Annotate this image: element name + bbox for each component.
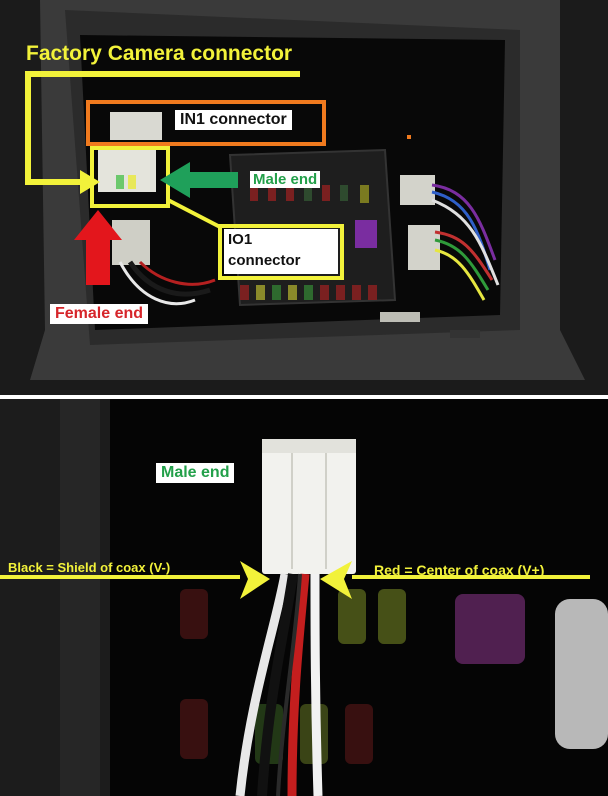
male-end-label-top: Male end [250, 171, 321, 188]
black-wire-arrowhead [240, 561, 270, 599]
io1-label-line1: IO1 [228, 231, 253, 248]
io1-label-line2: connector [228, 252, 301, 269]
connector-wires [235, 573, 323, 796]
black-wire-label: Black = Shield of coax (V-) [8, 560, 171, 575]
bottom-clip-right [450, 330, 480, 338]
male-end-arrow [160, 162, 238, 198]
male-connector-closeup-photo [0, 399, 608, 796]
top-photo-panel: Factory Camera connector IN1 connector M… [0, 0, 608, 395]
bottom-clip-left [380, 312, 420, 322]
bottom-photo-panel: Male end Black = Shield of coax (V-) Red… [0, 399, 608, 796]
female-connector-body [112, 220, 150, 265]
in1-highlight-box [86, 100, 326, 146]
blurred-fuses [180, 589, 525, 764]
right-connector-upper [400, 175, 435, 205]
female-end-label: Female end [50, 304, 149, 324]
io1-connector-label: IO1 connector [224, 229, 338, 274]
orange-marker [407, 135, 411, 139]
io1-label-box [218, 224, 344, 280]
blurred-connector-right [555, 599, 608, 749]
wire-harness [431, 183, 500, 301]
io1-connector-body [98, 150, 156, 192]
female-end-arrow [74, 210, 122, 285]
fuse-row-bottom [240, 285, 377, 300]
red-wire-label: Red = Center of coax (V+) [374, 562, 545, 578]
male-end-label-bottom: Male end [156, 463, 235, 483]
red-wire-arrowhead [320, 561, 352, 599]
factory-camera-leader-line [25, 71, 300, 185]
male-connector-body [262, 439, 356, 574]
in1-connector-body [110, 112, 162, 140]
purple-fuse [355, 220, 377, 248]
right-connector-lower [408, 225, 440, 270]
fuse-row-top [250, 185, 369, 203]
in1-connector-label: IN1 connector [175, 110, 292, 130]
factory-camera-connector-label: Factory Camera connector [26, 42, 293, 65]
io1-leader-line [167, 198, 223, 230]
